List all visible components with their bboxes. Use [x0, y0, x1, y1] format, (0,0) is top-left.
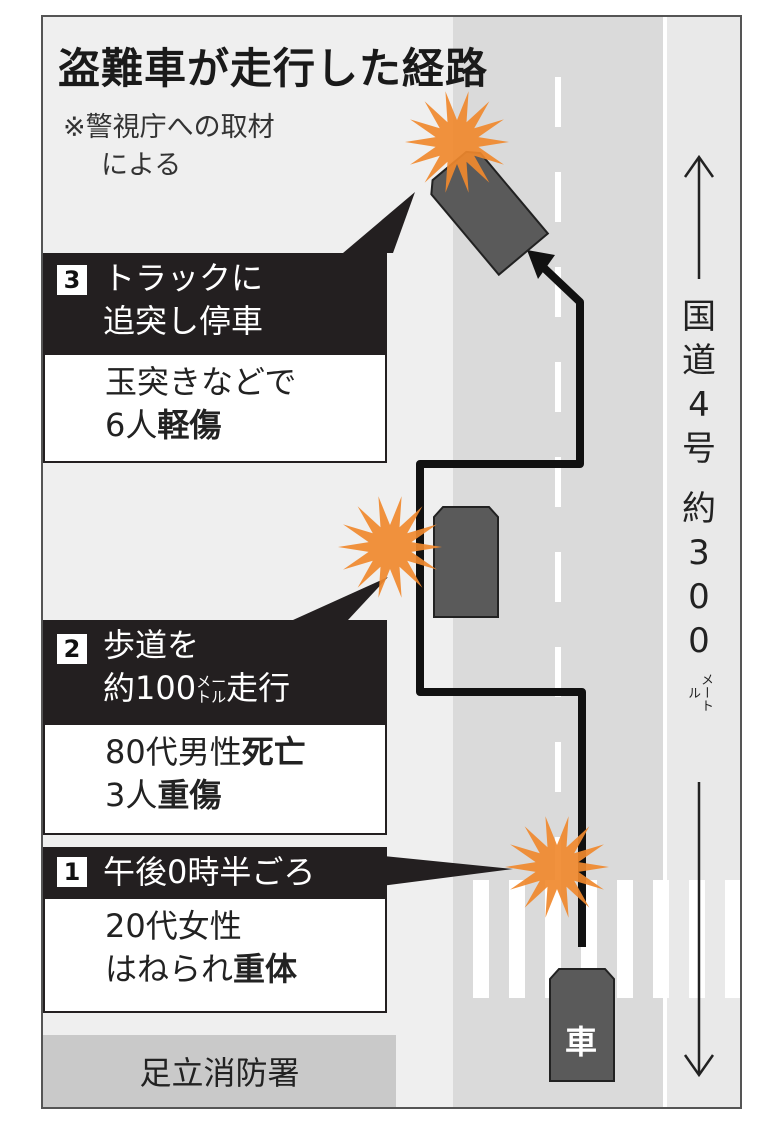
- pointer-2: [293, 577, 388, 620]
- event-number: 2: [57, 634, 87, 664]
- pointer-1: [373, 855, 513, 887]
- event-2-heading: 2 歩道を 約100メートル走行: [43, 620, 387, 723]
- detail-line: 玉突きなどで: [105, 363, 297, 401]
- arrow-head: [527, 250, 555, 279]
- event-number: 3: [57, 265, 87, 295]
- distance-arrows: [683, 154, 715, 1078]
- note-line2: による: [101, 150, 182, 181]
- page-title: 盗難車が走行した経路: [58, 44, 489, 93]
- event-number: 1: [57, 857, 87, 887]
- heading-line: 約100メートル走行: [103, 669, 291, 707]
- burst-2-icon: [338, 496, 442, 598]
- pointer-3: [343, 192, 415, 253]
- heading-line: 歩道を: [103, 626, 200, 664]
- detail-line: はねられ重体: [105, 950, 298, 988]
- heading-line: 追突し停車: [103, 302, 264, 340]
- route-path: [416, 264, 586, 947]
- source-note: ※警視庁への取材による: [63, 109, 275, 185]
- detail-line: 80代男性死亡: [105, 733, 306, 771]
- car-middle: [433, 506, 499, 618]
- fire-station-label: 足立消防署: [43, 1035, 396, 1107]
- burst-1-icon: [505, 816, 609, 918]
- route-graphics: [293, 91, 615, 1082]
- detail-line: 20代女性: [105, 907, 242, 945]
- event-3-detail: 玉突きなどで 6人軽傷: [43, 353, 387, 463]
- lane-divider: [555, 77, 561, 1107]
- event-3-heading: 3 トラックに 追突し停車: [43, 253, 387, 353]
- burst-3-icon: [405, 91, 509, 193]
- car-label: 車: [564, 1023, 597, 1061]
- heading-line: トラックに: [103, 259, 264, 297]
- route-diagram: 盗難車が走行した経路 ※警視庁への取材による 3 トラックに 追突し停車 玉突き…: [41, 15, 742, 1109]
- car-start: [549, 968, 615, 1082]
- detail-line: 6人軽傷: [105, 406, 222, 444]
- note-line1: ※警視庁への取材: [63, 112, 275, 143]
- detail-line: 3人重傷: [105, 776, 222, 814]
- event-2-detail: 80代男性死亡 3人重傷: [43, 723, 387, 835]
- event-1-detail: 20代女性 はねられ重体: [43, 897, 387, 1013]
- event-1-heading: 1 午後0時半ごろ: [43, 847, 387, 897]
- heading-line: 午後0時半ごろ: [103, 853, 316, 891]
